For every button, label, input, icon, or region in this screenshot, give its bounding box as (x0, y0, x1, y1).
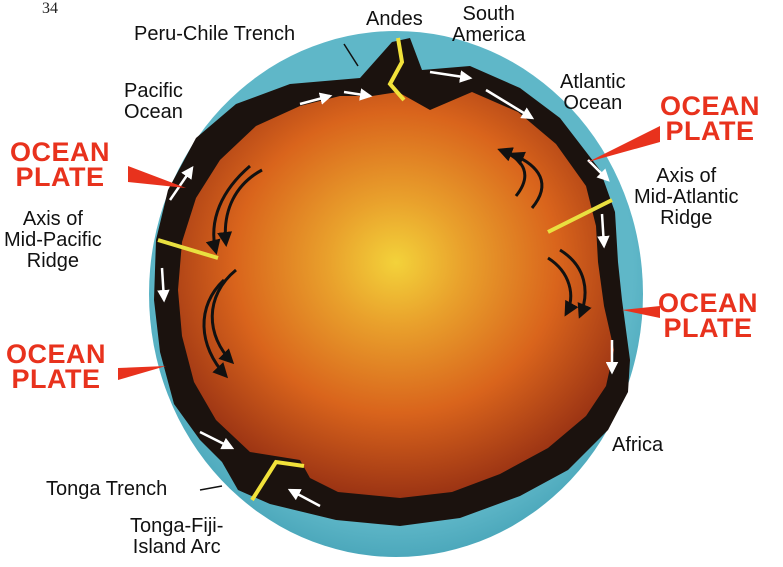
label-tonga-trench: Tonga Trench (46, 479, 167, 500)
ocean-plate-label-left-upper: OCEAN PLATE (10, 140, 110, 190)
ocean-plate-label-right-upper: OCEAN PLATE (660, 94, 760, 144)
label-axis-mid-pacific: Axis of Mid-Pacific Ridge (4, 209, 102, 272)
label-andes: Andes (366, 9, 423, 30)
label-peru-chile-trench: Peru-Chile Trench (134, 24, 295, 45)
label-pacific-ocean: Pacific Ocean (124, 81, 183, 123)
plate-pointer-left-lower (118, 366, 166, 380)
page-number: 34 (42, 0, 58, 18)
ocean-plate-label-right-lower: OCEAN PLATE (658, 291, 758, 341)
label-axis-mid-atlantic: Axis of Mid-Atlantic Ridge (634, 166, 738, 229)
ocean-plate-label-left-lower: OCEAN PLATE (6, 342, 106, 392)
label-tonga-fiji-island-arc: Tonga-Fiji- Island Arc (130, 516, 223, 558)
label-atlantic-ocean: Atlantic Ocean (560, 72, 626, 114)
label-south-america: South America (452, 4, 525, 46)
earth-core (178, 92, 614, 498)
label-africa: Africa (612, 435, 663, 456)
